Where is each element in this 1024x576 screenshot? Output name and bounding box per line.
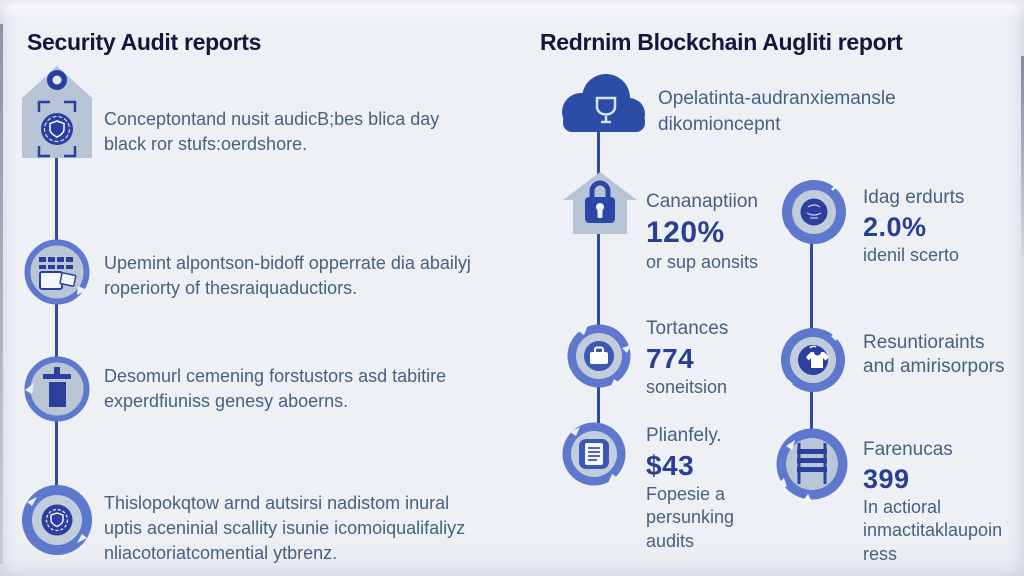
ladder-icon <box>774 426 850 502</box>
left-column-title: Security Audit reports <box>27 29 262 55</box>
stat-sub: idenil scerto <box>863 244 960 265</box>
left-edge-artifact <box>0 24 3 564</box>
stat-label: Resuntioraints and amirisorpors <box>863 332 1005 377</box>
right-column-title: Redrnim Blockchain Augliti report <box>540 29 903 55</box>
timeline-item-text: Upemint alpontson-bidoff opperrate dia a… <box>104 253 471 298</box>
stat-label: Farenucas <box>863 439 953 460</box>
left-timeline-connector <box>55 156 58 522</box>
stamp-icon <box>24 356 90 422</box>
target-icon <box>780 178 848 246</box>
stat-block: Idag erdurts 2.0% idenil scerto <box>863 186 964 267</box>
stat-block: Resuntioraints and amirisorpors <box>863 331 1005 379</box>
stat-block: Cananaptiion 120% or sup aonsits <box>646 190 758 274</box>
stat-block: Farenucas 399 In actioral inmactitaklaup… <box>863 438 1002 566</box>
stat-value: 399 <box>863 463 910 494</box>
stat-label: Plianfely. <box>646 425 722 446</box>
briefcase-icon <box>565 322 633 390</box>
stat-value: 774 <box>646 342 695 374</box>
shield-tag-icon <box>19 62 95 160</box>
stat-value: 120% <box>646 215 725 249</box>
timeline-item-text: Conceptontand nusit audicB;bes blica day… <box>104 109 440 154</box>
stat-sub: or sup aonsits <box>646 251 759 272</box>
cloud-trophy-icon <box>551 70 649 144</box>
stat-value: 2.0% <box>863 211 927 242</box>
timeline-item-text: Desomurl cemening forstustors asd tabiti… <box>104 366 447 411</box>
document-icon <box>560 420 628 488</box>
stat-block: Tortances 774 soneitsion <box>646 317 728 399</box>
stat-block: Plianfely. $43 Fopesie a persunking audi… <box>646 424 734 553</box>
stat-label: Tortances <box>646 318 729 339</box>
stat-value: $43 <box>646 449 695 481</box>
stat-sub: Fopesie a persunking audits <box>646 483 735 551</box>
jersey-icon <box>779 326 847 394</box>
gear-emblem-icon <box>19 482 95 558</box>
calendar-icon <box>24 239 90 305</box>
stat-label: Idag erdurts <box>863 187 965 208</box>
stat-label: Cananaptiion <box>646 191 758 212</box>
timeline-item-text: Thislopokqtow arnd autsirsi nadistom inu… <box>104 493 466 563</box>
right-col1-connector <box>597 132 600 454</box>
house-lock-icon <box>561 170 639 234</box>
stat-sub: In actioral inmactitaklaupoin ress <box>863 496 1003 564</box>
stat-sub: soneitsion <box>646 376 728 397</box>
intro-text: Opelatinta-audranxiemansle dikomioncepnt <box>658 88 896 135</box>
